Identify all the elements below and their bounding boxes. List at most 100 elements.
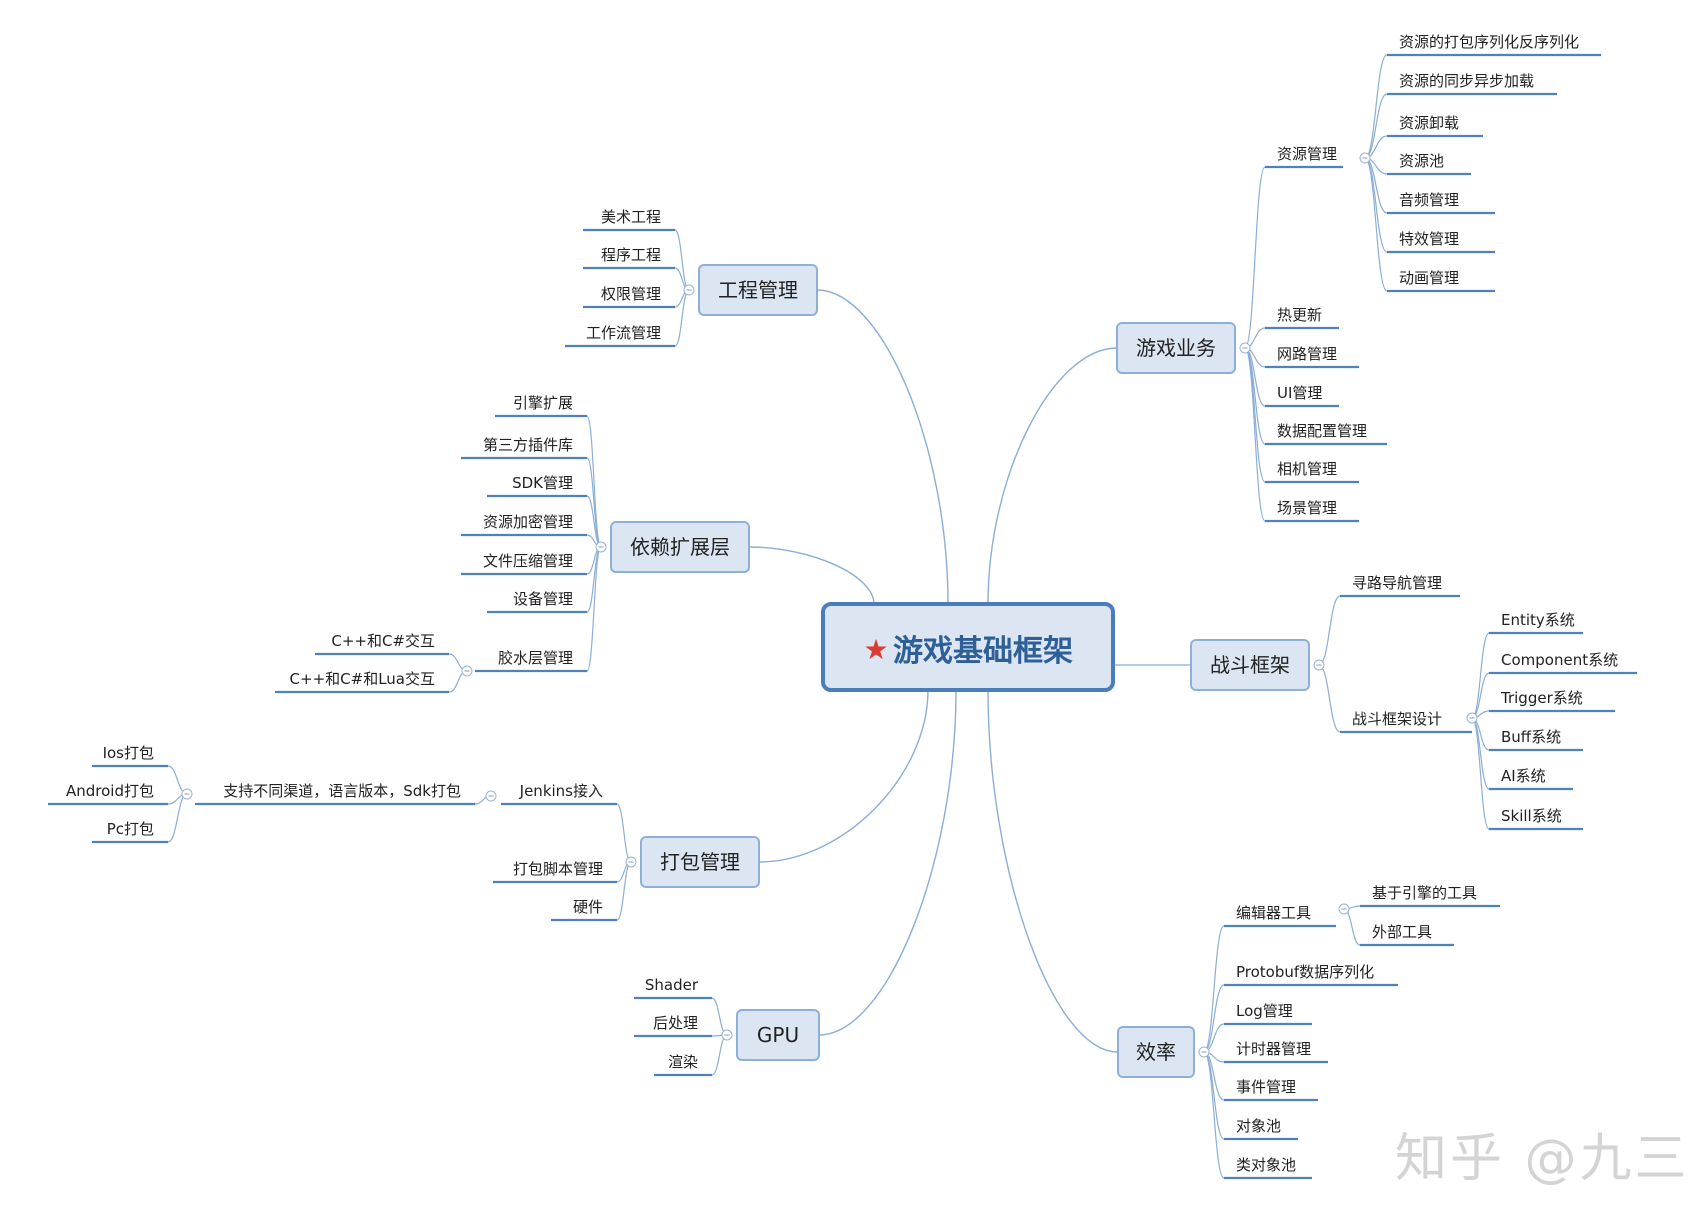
battle-item-link-1 [1318,664,1341,733]
root-link-packaging [758,689,929,863]
dependency-item-6: 胶水层管理 [475,649,587,673]
branch-packaging: 打包管理 [640,836,760,888]
efficiency-item-4: 事件管理 [1224,1078,1318,1102]
root-node: ★游戏基础框架 [821,602,1115,692]
efficiency-item-3: 计时器管理 [1224,1040,1328,1064]
engineering-item-0: 美术工程 [583,208,675,232]
battle-item-1-label: 战斗框架设计 [1352,710,1442,728]
resource-item-3: 资源池 [1387,152,1471,176]
efficiency-item-1: Protobuf数据序列化 [1224,963,1398,987]
root-link-engineering [816,289,949,605]
branch-battle-frame [1190,639,1310,691]
branch-dependency: 依赖扩展层 [610,521,750,573]
battle-item-link-0 [1318,595,1341,666]
design-item-3: Buff系统 [1489,728,1583,752]
efficiency-item-6: 类对象池 [1224,1156,1312,1180]
design-item-0: Entity系统 [1489,611,1583,635]
design-item-4-label: AI系统 [1501,767,1546,785]
platform-item-2-label: Pc打包 [107,820,154,838]
branch-business-frame [1116,322,1236,374]
glue-item-1: C++和C#和Lua交互 [275,670,449,694]
platform-item-0-label: Ios打包 [103,744,154,762]
platform-item-1: Android打包 [48,782,168,806]
zhihu-watermark: 知乎 @九三 [1395,1129,1688,1189]
efficiency-item-2-label: Log管理 [1236,1002,1293,1020]
efficiency-item-link-5 [1203,1051,1225,1140]
editor-item-0-label: 基于引擎的工具 [1372,884,1477,902]
branch-packaging-frame [640,836,760,888]
business-item-2: 网路管理 [1265,345,1359,369]
business-item-3: UI管理 [1265,384,1339,408]
dependency-item-1: 第三方插件库 [461,436,587,460]
efficiency-item-0: 编辑器工具 [1224,904,1336,928]
branch-dependency-label: 依赖扩展层 [630,535,730,559]
root-link-business [987,347,1118,605]
platform-item-link-2 [167,793,188,843]
resource-item-0: 资源的打包序列化反序列化 [1387,33,1601,57]
branch-gpu: GPU [736,1009,820,1061]
business-item-link-6 [1244,347,1266,522]
efficiency-item-3-label: 计时器管理 [1236,1040,1311,1058]
design-item-3-label: Buff系统 [1501,728,1561,746]
packaging-item-0-label: Jenkins接入 [519,782,603,800]
branch-efficiency-frame [1117,1026,1195,1078]
dependency-item-4-label: 文件压缩管理 [483,552,573,570]
branch-battle-label: 战斗框架 [1210,653,1290,677]
editor-item-0: 基于引擎的工具 [1360,884,1500,908]
star-icon: ★ [863,633,888,666]
branch-engineering-frame [698,264,818,316]
business-item-4: 数据配置管理 [1265,422,1387,446]
branch-engineering: 工程管理 [698,264,818,316]
resource-item-4: 音频管理 [1387,191,1495,215]
business-item-5: 相机管理 [1265,460,1359,484]
platform-item-2: Pc打包 [92,820,168,844]
resource-item-link-6 [1364,157,1388,292]
engineering-item-3-label: 工作流管理 [586,324,661,342]
branch-gpu-frame [736,1009,820,1061]
resource-item-5: 特效管理 [1387,230,1495,254]
branch-business: 游戏业务 [1116,322,1236,374]
business-item-3-label: UI管理 [1277,384,1322,402]
engineering-item-0-label: 美术工程 [601,208,661,226]
resource-item-6: 动画管理 [1387,269,1495,293]
gpu-item-link-0 [711,997,728,1036]
gpu-item-0-label: Shader [645,976,699,994]
engineering-item-1: 程序工程 [583,246,675,270]
resource-item-0-label: 资源的打包序列化反序列化 [1399,33,1579,51]
engineering-item-2-label: 权限管理 [601,285,661,303]
engineering-item-link-0 [674,229,690,291]
resource-item-3-label: 资源池 [1399,152,1444,170]
branch-efficiency: 效率 [1117,1026,1195,1078]
dependency-item-6-label: 胶水层管理 [498,649,573,667]
business-item-0: 资源管理 [1265,145,1343,169]
efficiency-item-5-label: 对象池 [1236,1117,1281,1135]
branch-battle: 战斗框架 [1190,639,1310,691]
gpu-item-link-2 [711,1034,728,1076]
gpu-item-1: 后处理 [634,1014,712,1038]
dependency-item-3-label: 资源加密管理 [483,513,573,531]
glue-item-0-label: C++和C#交互 [331,632,435,650]
glue-item-0: C++和C#交互 [315,632,449,656]
dependency-item-3: 资源加密管理 [461,513,587,537]
editor-item-1: 外部工具 [1360,923,1454,947]
design-item-0-label: Entity系统 [1501,611,1575,629]
efficiency-item-2: Log管理 [1224,1002,1312,1026]
business-item-1-label: 热更新 [1277,306,1322,324]
branch-engineering-label: 工程管理 [718,278,798,302]
dependency-item-1-label: 第三方插件库 [483,436,573,454]
packaging-item-1: 打包脚本管理 [493,860,617,884]
battle-item-0: 寻路导航管理 [1340,574,1460,598]
editor-item-1-label: 外部工具 [1372,923,1432,941]
gpu-item-0: Shader [634,976,712,1000]
resource-item-6-label: 动画管理 [1399,269,1459,287]
jenkins-channel-item-label: 支持不同渠道，语言版本，Sdk打包 [223,782,461,800]
resource-item-1-label: 资源的同步异步加载 [1399,72,1534,90]
resource-item-5-label: 特效管理 [1399,230,1459,248]
design-item-1-label: Component系统 [1501,651,1618,669]
design-item-5-label: Skill系统 [1501,807,1562,825]
efficiency-item-0-label: 编辑器工具 [1236,904,1311,922]
dependency-item-5: 设备管理 [487,590,587,614]
dependency-item-5-label: 设备管理 [513,590,573,608]
root-link-dependency [748,546,875,605]
root-link-gpu [818,689,957,1036]
